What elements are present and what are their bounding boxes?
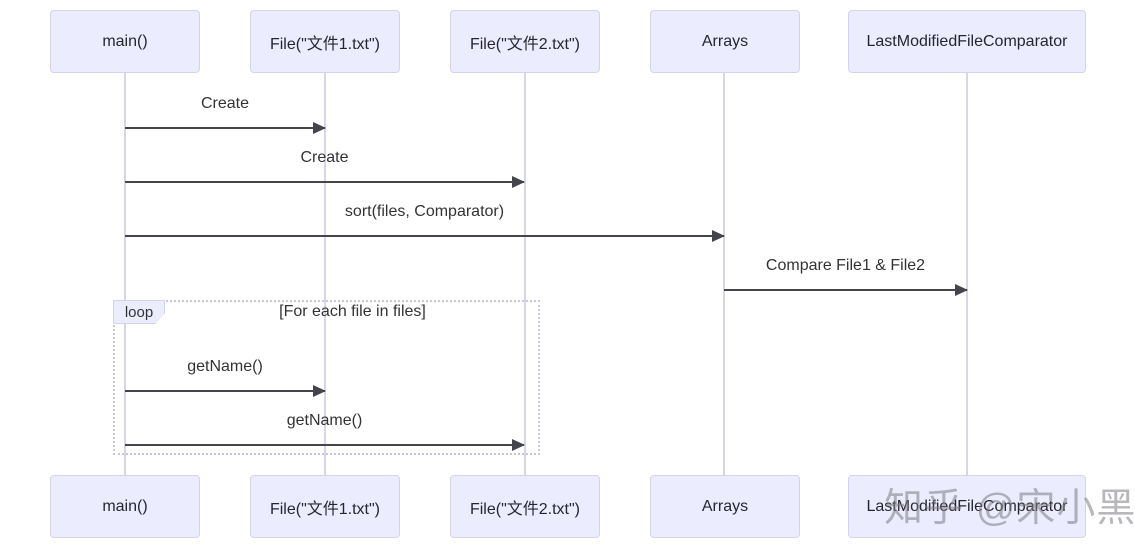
lifeline-arrays [723, 73, 725, 475]
message-label-compare: Compare File1 & File2 [765, 257, 926, 274]
participant-file2-bottom: File("文件2.txt") [450, 475, 600, 538]
participant-label: main() [102, 497, 148, 515]
participant-main-bottom: main() [50, 475, 200, 538]
message-arrow-compare [724, 284, 968, 296]
participant-file1-top: File("文件1.txt") [250, 10, 400, 73]
participant-label: File("文件2.txt") [469, 35, 581, 53]
arrowhead-icon [955, 284, 968, 296]
arrowhead-icon [313, 122, 326, 134]
participant-comparator-top: LastModifiedFileComparator [848, 10, 1086, 73]
participant-label: File("文件1.txt") [269, 35, 381, 53]
message-label-getname-file1: getName() [187, 358, 263, 375]
arrowhead-icon [512, 439, 525, 451]
participant-label: LastModifiedFileComparator [866, 497, 1068, 515]
participant-arrays-top: Arrays [650, 10, 800, 73]
participant-main-top: main() [50, 10, 200, 73]
message-label-create-file1: Create [200, 95, 250, 112]
participant-comparator-bottom: LastModifiedFileComparator [848, 475, 1086, 538]
message-label-sort: sort(files, Comparator) [344, 203, 505, 220]
message-label-getname-file2: getName() [286, 412, 363, 429]
participant-label: File("文件2.txt") [469, 500, 581, 518]
participant-label: File("文件1.txt") [269, 500, 381, 518]
participant-arrays-bottom: Arrays [650, 475, 800, 538]
message-arrow-getname-file1 [125, 385, 326, 397]
loop-fragment-box [113, 300, 540, 455]
participant-label: main() [102, 32, 148, 50]
arrowhead-icon [512, 176, 525, 188]
participant-file2-top: File("文件2.txt") [450, 10, 600, 73]
loop-fragment-condition: [For each file in files] [279, 303, 426, 320]
participant-label: Arrays [701, 32, 749, 50]
loop-fragment-tab: loop [113, 300, 165, 324]
participant-label: LastModifiedFileComparator [866, 32, 1068, 50]
message-arrow-getname-file2 [125, 439, 525, 451]
lifeline-file1 [324, 73, 326, 475]
lifeline-file2 [524, 73, 526, 475]
lifeline-main [124, 73, 126, 475]
arrowhead-icon [712, 230, 725, 242]
lifeline-comparator [966, 73, 968, 475]
participant-label: Arrays [701, 497, 749, 515]
participant-file1-bottom: File("文件1.txt") [250, 475, 400, 538]
message-arrow-create-file2 [125, 176, 525, 188]
arrowhead-icon [313, 385, 326, 397]
message-arrow-sort [125, 230, 725, 242]
message-label-create-file2: Create [300, 149, 349, 166]
message-arrow-create-file1 [125, 122, 326, 134]
